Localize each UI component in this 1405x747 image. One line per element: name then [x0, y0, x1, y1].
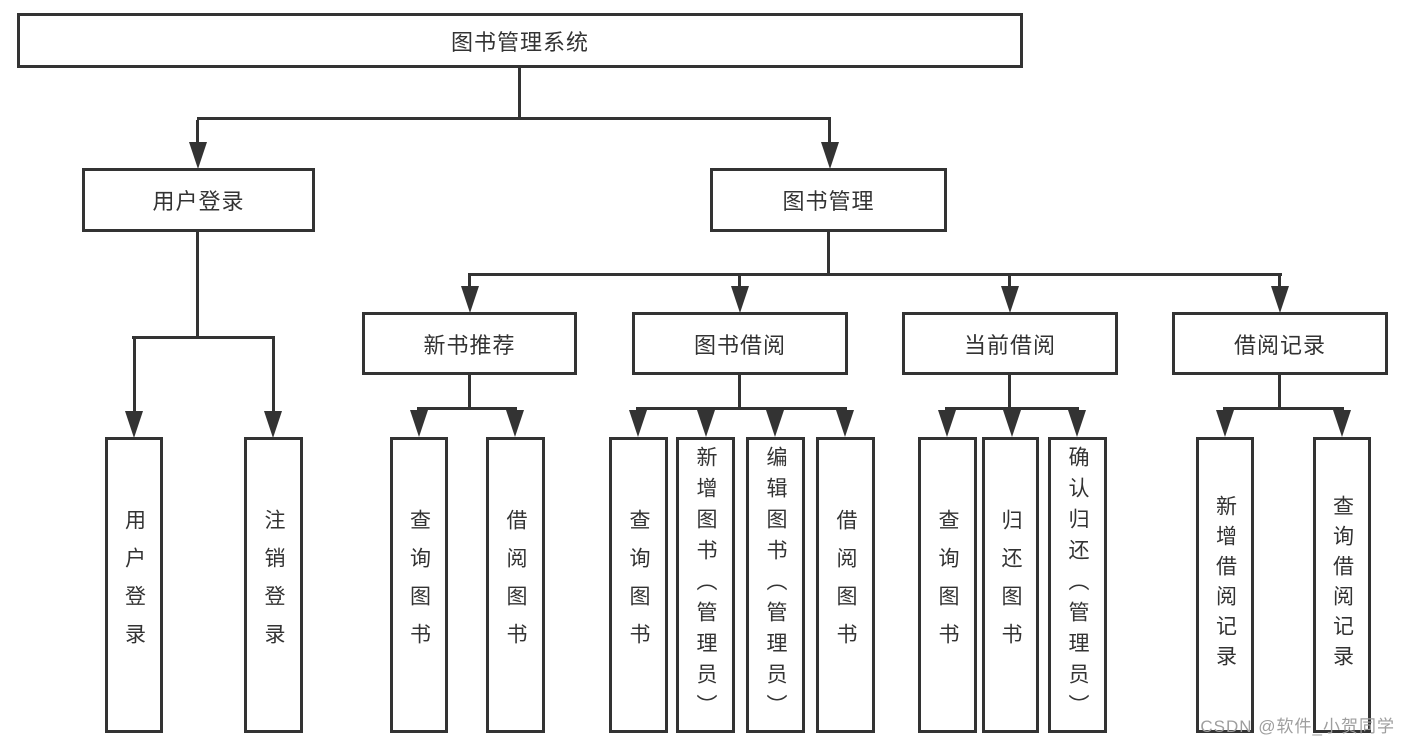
connector-line: [738, 276, 741, 288]
node-borrow-book: 借阅图书: [816, 437, 875, 733]
node-borrow-records-label: 借阅记录: [1233, 332, 1326, 358]
leaf-label: 新增图书（管理员）: [694, 445, 717, 725]
node-user-login-leaf: 用户登录: [105, 437, 163, 733]
connector-arrow: [629, 410, 647, 437]
leaf-label: 用户登录: [122, 509, 146, 661]
node-user-login: 用户登录: [82, 168, 315, 232]
connector-arrow: [1271, 286, 1289, 313]
leaf-label: 查询图书: [936, 509, 959, 661]
node-book-borrow: 图书借阅: [632, 312, 848, 375]
leaf-label: 查询借阅记录: [1330, 495, 1354, 675]
node-query-books-recommend: 查询图书: [390, 437, 448, 733]
node-current-borrow: 当前借阅: [902, 312, 1118, 375]
node-query-books-borrow: 查询图书: [609, 437, 668, 733]
connector-line: [132, 336, 275, 339]
leaf-label: 注销登录: [262, 509, 285, 661]
node-root-label: 图书管理系统: [450, 29, 589, 55]
connector-line: [1278, 375, 1281, 410]
leaf-label: 查询图书: [407, 509, 431, 661]
node-add-book-admin: 新增图书（管理员）: [676, 437, 735, 733]
connector-line: [738, 375, 741, 410]
node-book-borrow-label: 图书借阅: [693, 332, 786, 358]
connector-arrow: [1333, 410, 1351, 437]
leaf-label: 确认归还（管理员）: [1066, 445, 1089, 725]
node-logout: 注销登录: [244, 437, 303, 733]
leaf-label: 查询图书: [627, 509, 650, 661]
connector-line: [636, 407, 847, 410]
connector-line: [945, 407, 1079, 410]
connector-arrow: [938, 410, 956, 437]
node-user-login-label: 用户登录: [152, 189, 245, 214]
connector-arrow: [461, 286, 479, 313]
connector-arrow: [506, 410, 524, 437]
connector-line: [468, 276, 471, 288]
connector-line: [417, 407, 517, 410]
leaf-label: 归还图书: [999, 509, 1022, 661]
connector-line: [196, 120, 199, 146]
node-query-books-current: 查询图书: [918, 437, 977, 733]
connector-line: [518, 68, 521, 120]
connector-arrow: [836, 410, 854, 437]
connector-line: [1008, 375, 1011, 410]
connector-line: [272, 339, 275, 413]
node-return-book: 归还图书: [982, 437, 1039, 733]
leaf-label: 编辑图书（管理员）: [764, 445, 787, 725]
connector-arrow: [189, 142, 207, 169]
connector-line: [828, 120, 831, 146]
node-new-book-recommend: 新书推荐: [362, 312, 577, 375]
connector-arrow: [125, 411, 143, 438]
node-edit-book-admin: 编辑图书（管理员）: [746, 437, 805, 733]
node-borrow-book-recommend: 借阅图书: [486, 437, 545, 733]
connector-line: [196, 232, 199, 339]
connector-line: [1223, 407, 1344, 410]
node-new-book-recommend-label: 新书推荐: [423, 332, 516, 358]
node-root: 图书管理系统: [17, 13, 1023, 68]
connector-arrow: [1003, 410, 1021, 437]
connector-line: [468, 375, 471, 410]
connector-line: [1278, 276, 1281, 288]
node-borrow-records: 借阅记录: [1172, 312, 1388, 375]
connector-arrow: [697, 410, 715, 437]
connector-arrow: [766, 410, 784, 437]
node-query-borrow-record: 查询借阅记录: [1313, 437, 1371, 733]
leaf-label: 借阅图书: [834, 509, 857, 661]
leaf-label: 新增借阅记录: [1213, 495, 1237, 675]
connector-arrow: [1001, 286, 1019, 313]
csdn-watermark: CSDN @软件_小贺同学: [1200, 717, 1395, 736]
connector-line: [827, 232, 830, 276]
connector-arrow: [731, 286, 749, 313]
connector-line: [1008, 276, 1011, 288]
node-add-borrow-record: 新增借阅记录: [1196, 437, 1254, 733]
connector-arrow: [410, 410, 428, 437]
connector-line: [468, 273, 1282, 276]
leaf-label: 借阅图书: [504, 509, 527, 661]
connector-arrow: [264, 411, 282, 438]
node-current-borrow-label: 当前借阅: [963, 332, 1056, 358]
connector-line: [133, 339, 136, 413]
node-book-management: 图书管理: [710, 168, 947, 232]
connector-line: [197, 117, 831, 120]
connector-arrow: [821, 142, 839, 169]
connector-arrow: [1068, 410, 1086, 437]
node-book-management-label: 图书管理: [782, 189, 875, 214]
node-confirm-return-admin: 确认归还（管理员）: [1048, 437, 1107, 733]
connector-arrow: [1216, 410, 1234, 437]
